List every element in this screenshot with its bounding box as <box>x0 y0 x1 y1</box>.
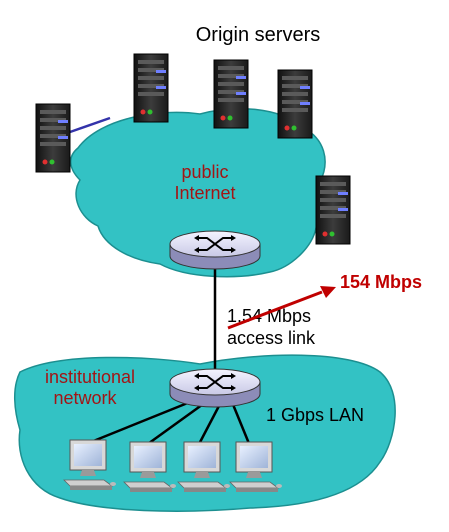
internet-router <box>169 230 261 270</box>
server-tower-icon <box>35 103 71 173</box>
host-links <box>85 396 252 448</box>
institutional-label: institutional <box>45 367 135 387</box>
cloud-label-public: public <box>181 162 228 182</box>
router-icon <box>169 230 261 270</box>
institutional-router <box>169 368 261 408</box>
host-link-2 <box>144 400 207 448</box>
host-link-3 <box>196 403 222 447</box>
server-4 <box>277 69 313 139</box>
upgrade-arrow <box>227 286 336 330</box>
network-label: network <box>53 388 117 408</box>
upgraded-speed-label: 154 Mbps <box>340 272 422 292</box>
server-tower-icon <box>315 175 351 245</box>
server-2 <box>133 53 169 123</box>
server-link-1 <box>69 116 111 134</box>
router-icon <box>169 368 261 408</box>
server-3 <box>213 59 249 129</box>
server-tower-icon <box>213 59 249 129</box>
cloud-label-internet: Internet <box>174 183 235 203</box>
origin-servers-title: Origin servers <box>196 24 320 46</box>
server-tower-icon <box>277 69 313 139</box>
access-link-label: access link <box>227 328 316 348</box>
server-tower-icon <box>133 53 169 123</box>
lan-speed-label: 1 Gbps LAN <box>266 405 364 425</box>
server-1 <box>35 103 71 173</box>
host-link-1 <box>85 396 201 446</box>
server-5 <box>315 175 351 245</box>
host-link-4 <box>230 401 252 447</box>
